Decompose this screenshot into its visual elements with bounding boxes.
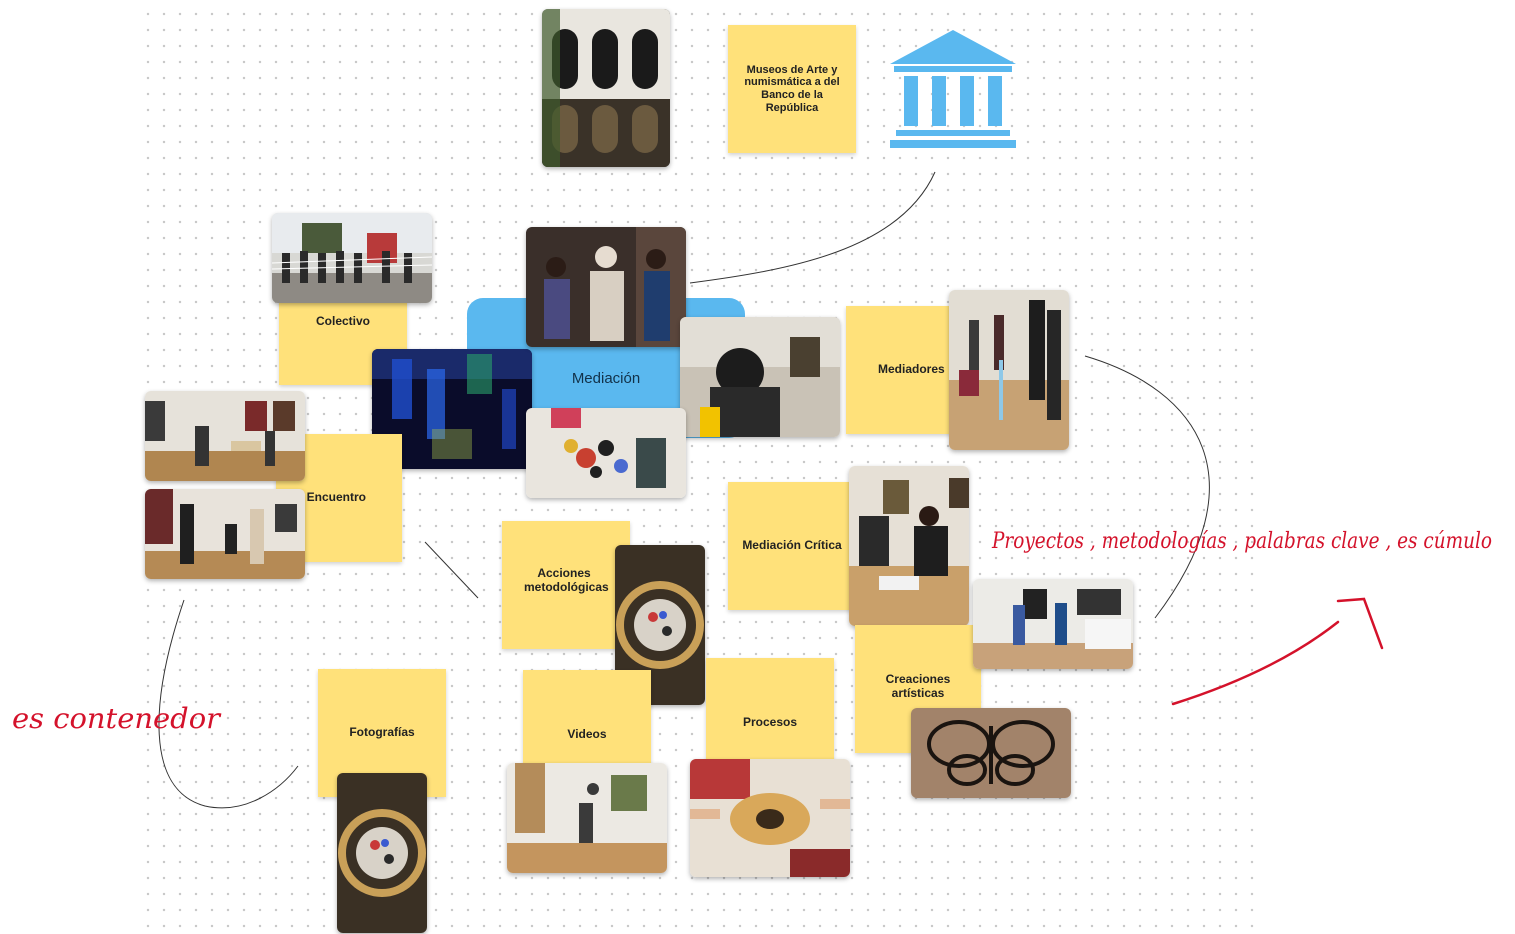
photo-mediacion-critica[interactable] bbox=[849, 466, 969, 626]
photo-encuentro-gallery-1[interactable] bbox=[145, 391, 305, 481]
note-museos[interactable]: Museos de Arte y numismática a del Banco… bbox=[728, 25, 856, 153]
photo-butterfly-sculpture[interactable] bbox=[911, 708, 1071, 798]
photo-fotografias-spiral[interactable] bbox=[337, 773, 427, 933]
photo-gallery-visitor[interactable] bbox=[680, 317, 840, 437]
photo-museum-courtyard[interactable] bbox=[542, 9, 670, 167]
note-encuentro-label: Encuentro bbox=[306, 490, 366, 505]
photo-encuentro-gallery-2[interactable] bbox=[145, 489, 305, 579]
photo-colectivo-group[interactable] bbox=[272, 213, 432, 303]
photo-mediadores-floor[interactable] bbox=[949, 290, 1069, 450]
photo-procesos-hands[interactable] bbox=[690, 759, 850, 877]
note-colectivo-label: Colectivo bbox=[315, 314, 370, 328]
photo-creaciones-dance[interactable] bbox=[973, 579, 1133, 669]
photo-videos-dancer[interactable] bbox=[507, 763, 667, 873]
note-creaciones-label: Creaciones artísticas bbox=[885, 672, 951, 700]
note-mediacion-critica[interactable]: Mediación Crítica bbox=[728, 482, 856, 610]
museum-building-icon bbox=[888, 28, 1018, 152]
photo-mediation-dance[interactable] bbox=[526, 227, 686, 347]
note-acciones-metodologicas[interactable]: Acciones metodológicas bbox=[502, 521, 630, 649]
note-acciones-label: Acciones metodológicas bbox=[524, 566, 609, 594]
center-label-mediacion[interactable]: Mediación bbox=[532, 348, 680, 408]
photo-overhead-floor[interactable] bbox=[526, 408, 686, 498]
